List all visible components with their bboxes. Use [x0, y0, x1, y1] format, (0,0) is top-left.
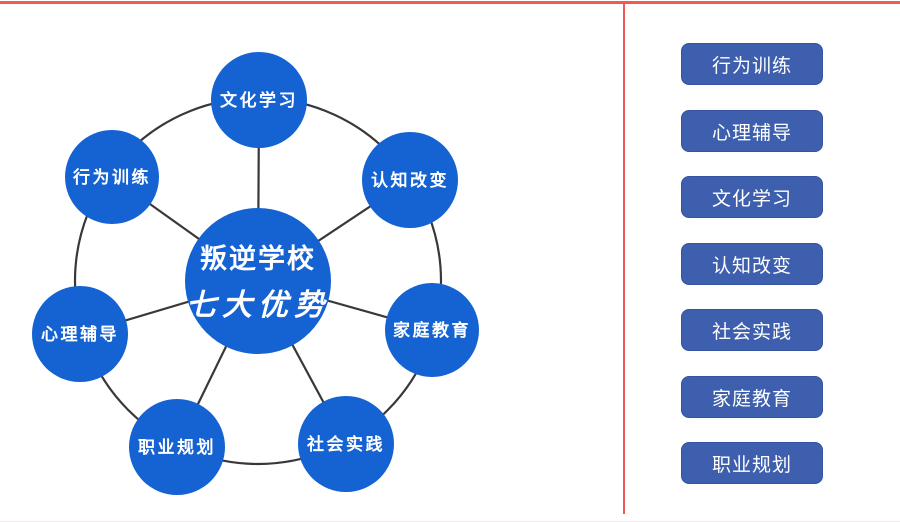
node-circle-career-planning — [129, 399, 225, 495]
node-label-behavior-training: 行为训练 — [72, 167, 151, 187]
center-circle-seven-advantages — [185, 208, 331, 354]
vertical-divider-line — [623, 2, 625, 514]
node-circle-social-practice — [298, 396, 394, 492]
node-label-cultural-learning: 文化学习 — [220, 90, 298, 110]
advantages-diagram: 文化学习 认知改变 家庭教育 社会实践 职业规划 心理辅导 行为训练 叛逆学校 … — [32, 52, 479, 495]
node-circle-family-education — [385, 283, 479, 377]
sidebar-button-psychological-counseling[interactable]: 心理辅导 — [681, 110, 823, 152]
node-label-cognitive-change: 认知改变 — [371, 170, 449, 190]
sidebar-button-cultural-learning[interactable]: 文化学习 — [681, 176, 823, 218]
sidebar-button-family-education[interactable]: 家庭教育 — [681, 376, 823, 418]
node-circle-psychological-counseling — [32, 286, 128, 382]
sidebar-button-social-practice[interactable]: 社会实践 — [681, 309, 823, 351]
node-label-family-education: 家庭教育 — [393, 320, 471, 340]
sidebar-button-career-planning[interactable]: 职业规划 — [681, 442, 823, 484]
node-circle-behavior-training — [65, 130, 159, 224]
top-accent-line — [0, 1, 900, 4]
node-label-psychological-counseling: 心理辅导 — [41, 324, 119, 344]
center-label-seven-advantages: 七大优势 — [186, 289, 330, 322]
node-circle-cultural-learning — [211, 52, 307, 148]
node-label-social-practice: 社会实践 — [306, 434, 385, 454]
node-label-career-planning: 职业规划 — [138, 437, 216, 457]
node-circle-cognitive-change — [362, 132, 458, 228]
sidebar-button-behavior-training[interactable]: 行为训练 — [681, 43, 823, 85]
center-label-school-name: 叛逆学校 — [200, 243, 316, 274]
sidebar-button-cognitive-change[interactable]: 认知改变 — [681, 243, 823, 285]
